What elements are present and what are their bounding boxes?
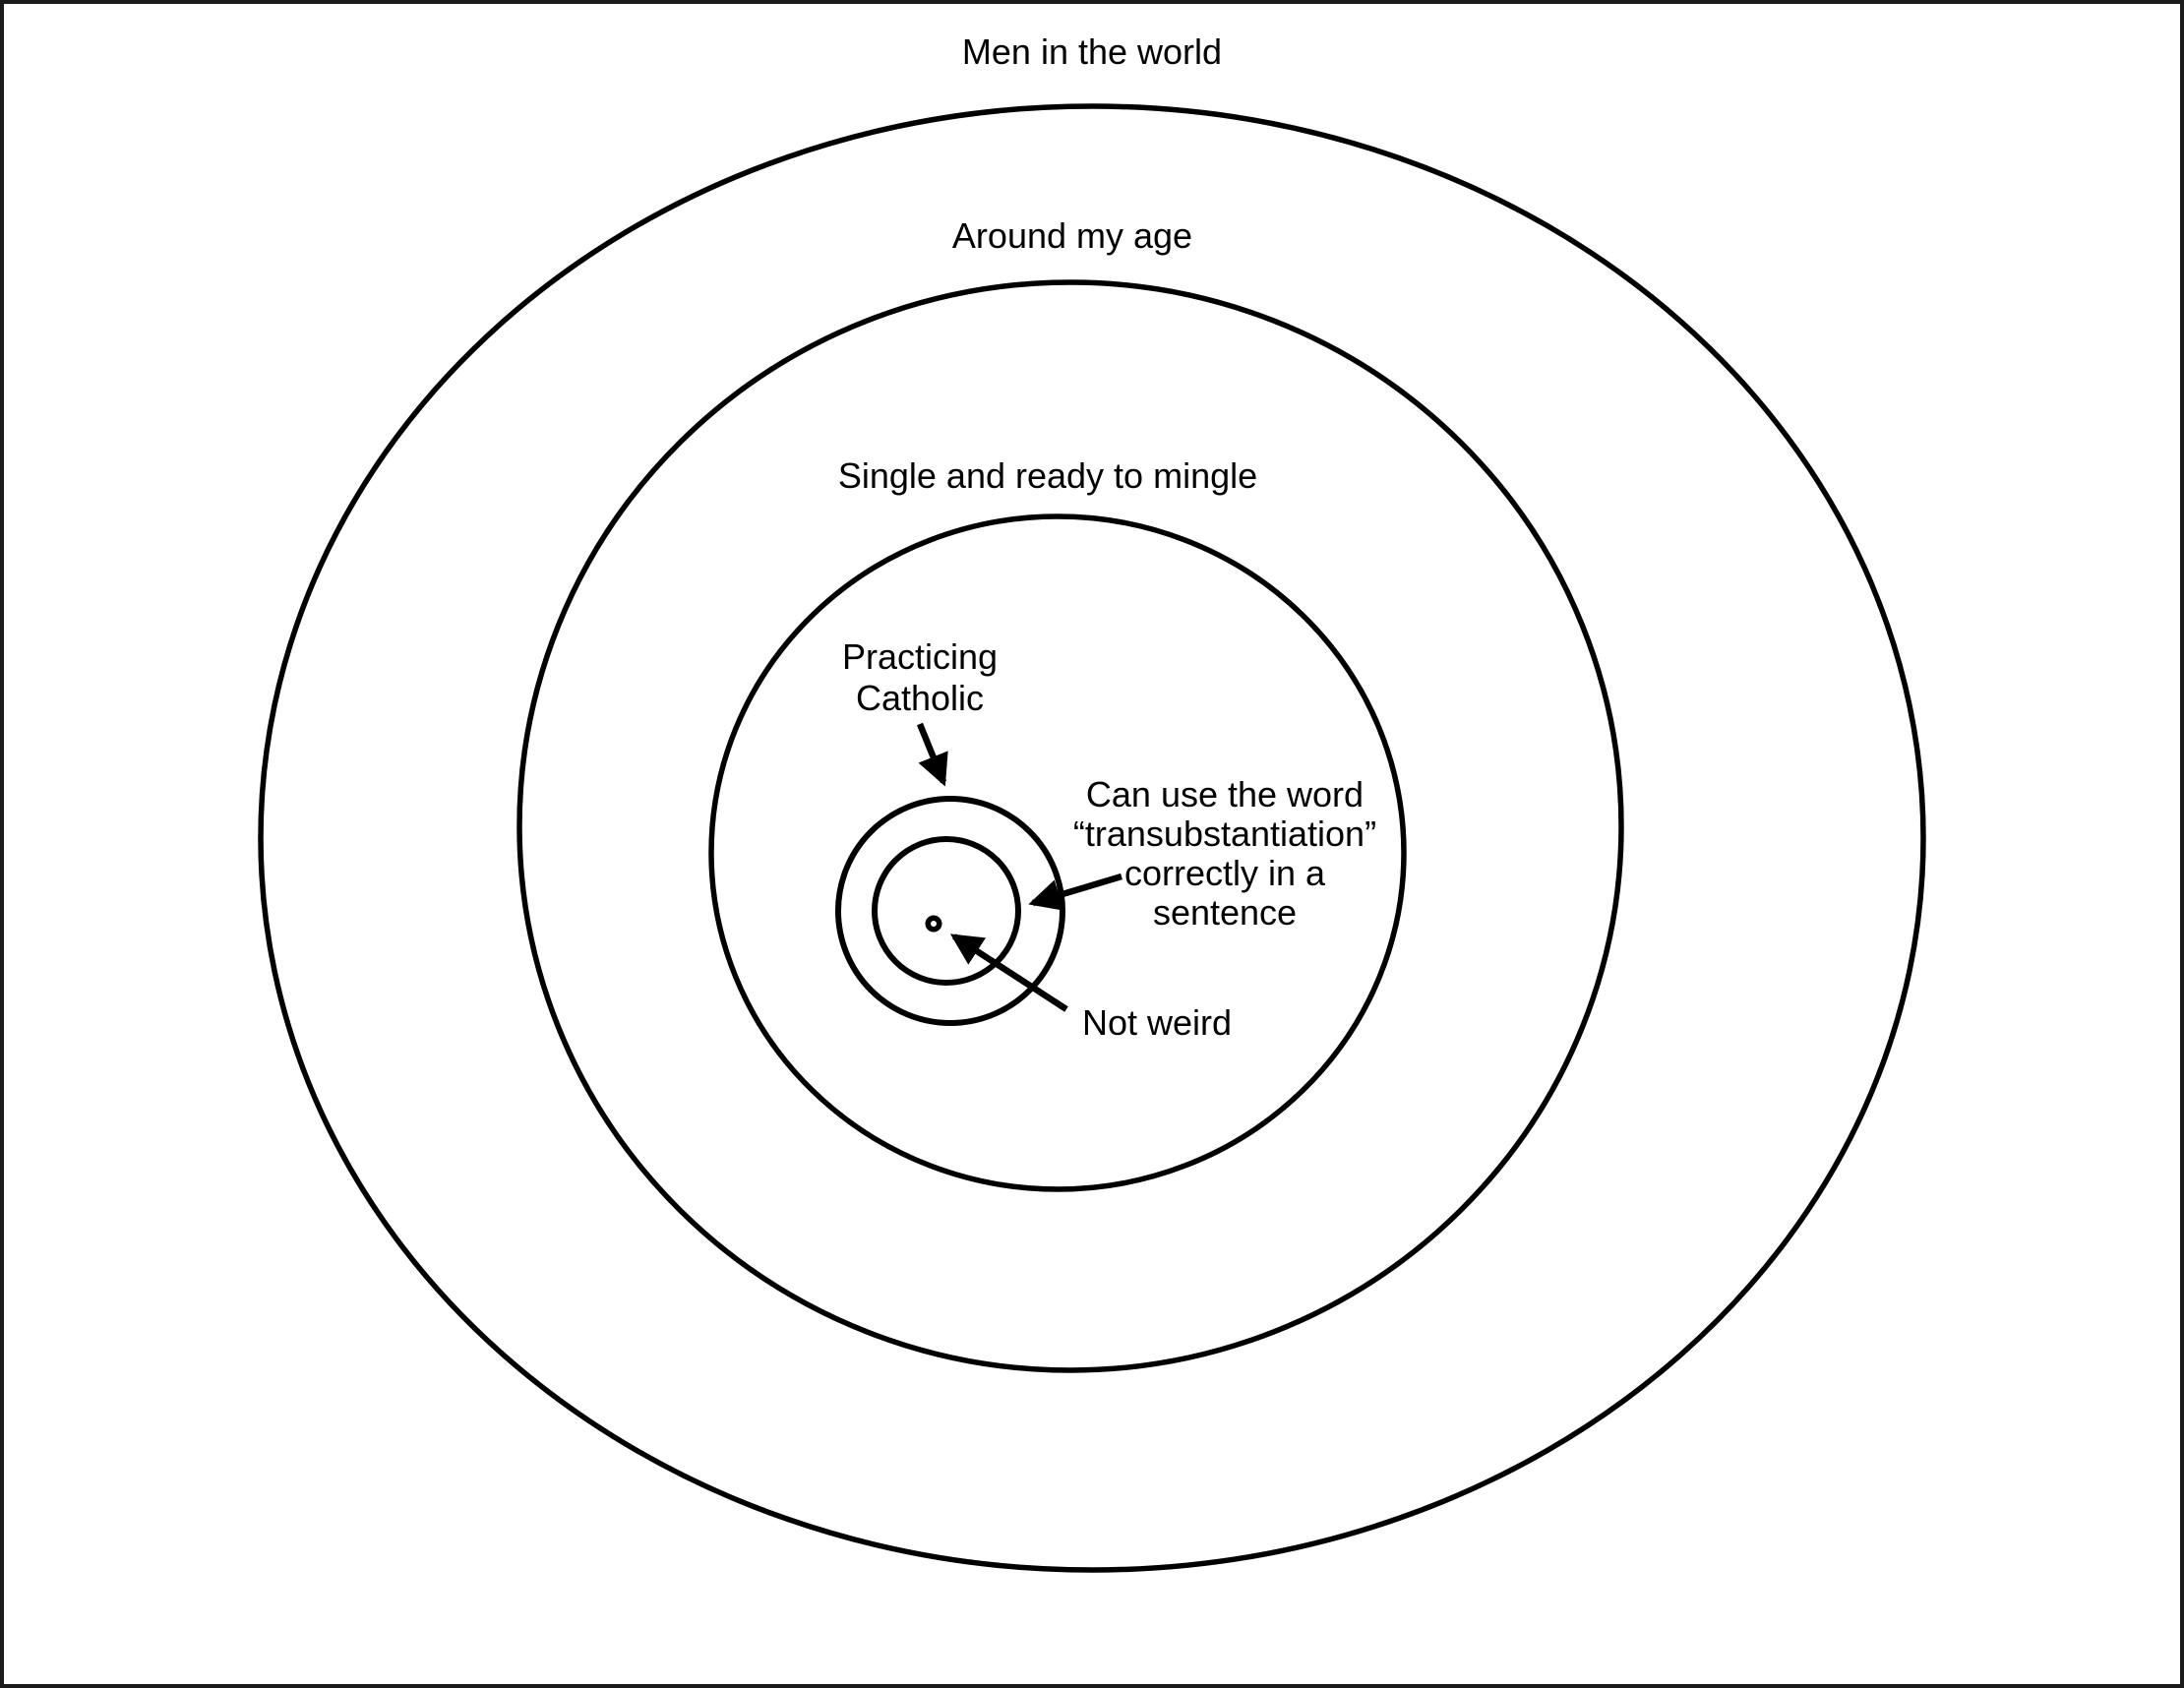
arrow-to-not-weird-dot <box>949 934 1068 1012</box>
ellipse-single-and-ready-to-mingle <box>708 513 1407 1192</box>
arrow-to-practicing-catholic <box>916 722 948 787</box>
label-transubstantiation-line3: correctly in a <box>1124 853 1326 893</box>
label-around-my-age: Around my age <box>952 215 1192 256</box>
label-transubstantiation-line4: sentence <box>1153 892 1297 933</box>
not-weird-dot <box>925 915 942 933</box>
label-practicing-catholic: Practicing Catholic <box>842 636 998 718</box>
label-not-weird: Not weird <box>1082 1002 1232 1043</box>
label-transubstantiation-line1: Can use the word <box>1086 774 1364 814</box>
circle-practicing-catholic <box>835 796 1065 1026</box>
label-transubstantiation-line2: “transubstantiation” <box>1073 814 1376 854</box>
label-transubstantiation: Can use the word “transubstantiation” co… <box>1073 774 1376 933</box>
label-practicing-catholic-line1: Practicing <box>842 636 998 677</box>
ellipse-around-my-age <box>516 279 1624 1373</box>
label-practicing-catholic-line2: Catholic <box>856 678 984 718</box>
label-men-in-the-world-text: Men in the world <box>962 31 1222 72</box>
arrow-to-transubstantiation-circle <box>1028 873 1122 911</box>
ellipse-men-in-the-world <box>258 103 1926 1573</box>
label-single-and-ready-to-mingle-text: Single and ready to mingle <box>838 455 1257 496</box>
label-around-my-age-text: Around my age <box>952 215 1192 256</box>
circle-transubstantiation <box>872 836 1021 986</box>
label-single-and-ready-to-mingle: Single and ready to mingle <box>838 455 1257 496</box>
label-not-weird-text: Not weird <box>1082 1002 1232 1043</box>
label-men-in-the-world: Men in the world <box>962 31 1222 72</box>
